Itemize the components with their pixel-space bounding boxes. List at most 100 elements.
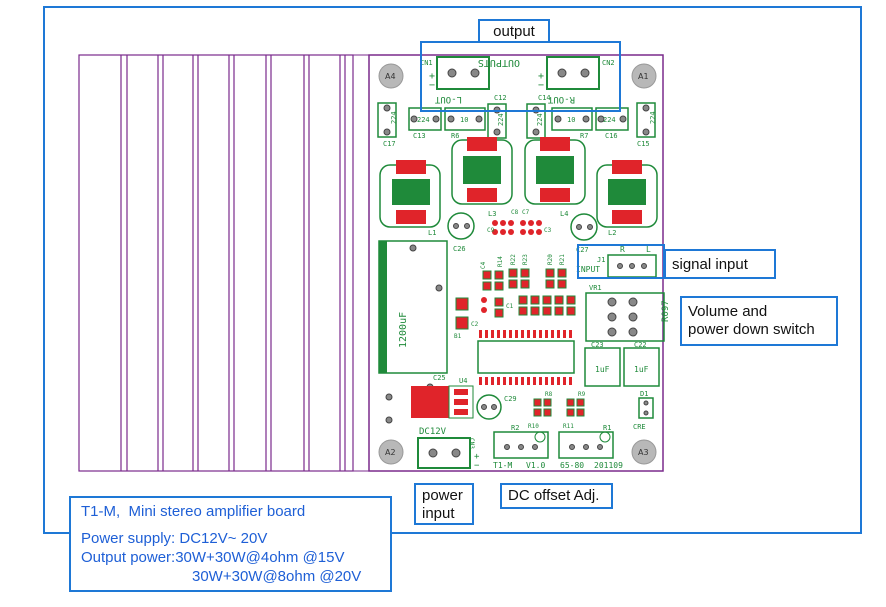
specs-supply: Power supply: DC12V~ 20V (81, 530, 268, 547)
ic-pins (479, 330, 572, 385)
input-connector-j1 (607, 254, 657, 278)
r7-label: R7 (580, 132, 588, 140)
heatsink (78, 54, 354, 472)
diode-d1 (638, 397, 654, 419)
v10-label: V1.0 (526, 461, 545, 470)
c3-label: C3 (544, 227, 552, 234)
dc-offset-callout: DC offset Adj. (500, 483, 613, 509)
signal-input-text: signal input (672, 256, 748, 273)
specs-output-1: Output power:30W+30W@4ohm @15V (81, 549, 345, 566)
cap-value-label: 1200uF (398, 312, 409, 348)
c25-label: C25 (433, 374, 446, 382)
dc-offset-text: DC offset Adj. (508, 487, 600, 504)
r-channel-label: R (620, 245, 625, 254)
r11-label: R11 (563, 423, 574, 430)
regulator-u4 (411, 385, 474, 419)
d1-label: D1 (640, 390, 648, 398)
specs-box: T1-M, Mini stereo amplifier board Power … (69, 496, 392, 592)
l-out-label: L-OUT (434, 94, 462, 104)
hole-label-a2: A2 (385, 448, 396, 457)
c8-label: C8 (511, 209, 519, 216)
c17-label: C17 (383, 140, 396, 148)
specs-title: T1-M, Mini stereo amplifier board (81, 503, 306, 520)
val-224-c: 224 (497, 113, 505, 126)
output-highlight-box (420, 41, 621, 112)
cap-c29 (476, 394, 502, 420)
amplifier-ic (477, 340, 575, 374)
volume-pot-vr1 (585, 292, 665, 342)
volume-callout: Volume and power down switch (680, 296, 838, 346)
c12-label: C12 (494, 94, 507, 102)
c13-label: C13 (413, 132, 426, 140)
minus-right: − (538, 80, 544, 91)
hole-label-a1: A1 (638, 72, 649, 81)
val-224-b: 224 (417, 116, 430, 124)
r-out-label: R-OUT (547, 94, 575, 104)
r20-label: R20 (547, 254, 554, 265)
l3-label: L3 (488, 210, 496, 218)
signal-input-highlight (577, 244, 665, 279)
c14-label: C14 (538, 94, 551, 102)
power-plus: + (474, 452, 480, 462)
u4-label: U4 (459, 377, 467, 385)
l2-label: L2 (608, 229, 616, 237)
power-minus: − (474, 461, 480, 471)
uf-label-1: 1uF (595, 365, 610, 374)
r14-label: R14 (497, 256, 504, 267)
signal-input-callout: signal input (664, 249, 776, 279)
vr1-label: VR1 (589, 284, 602, 292)
b1-label: B1 (454, 333, 462, 340)
val-10-b: 10 (567, 116, 575, 124)
cap-row (377, 102, 656, 139)
r9-label: R9 (578, 391, 586, 398)
cn3-label: CN3 (468, 438, 475, 449)
l1-label: L1 (428, 229, 436, 237)
resistors-r8-r11 (533, 398, 585, 417)
cre-label: CRE (633, 423, 646, 431)
c26-label: C26 (453, 245, 466, 253)
range-label: 65-80 (560, 461, 584, 470)
c22-label: C22 (634, 341, 647, 349)
r10-label: R10 (528, 423, 539, 430)
c29-label: C29 (504, 395, 517, 403)
c1-label: C1 (506, 303, 514, 310)
c2-b1 (455, 297, 469, 330)
r097-label: R097 (661, 300, 671, 322)
r22-label: R22 (510, 254, 517, 265)
c9-label: C9 (487, 227, 495, 234)
hole-label-a4: A4 (385, 72, 396, 81)
r2-label: R2 (511, 424, 519, 432)
plus-right: + (538, 71, 544, 82)
output-connector-left (436, 56, 490, 90)
r21-label: R21 (559, 254, 566, 265)
c27-label: C27 (576, 246, 589, 254)
c23-label: C23 (591, 341, 604, 349)
volume-text-line1: Volume and (688, 303, 768, 320)
c4-label: C4 (480, 261, 487, 269)
l-channel-label: L (646, 245, 651, 254)
volume-text-line2: power down switch (688, 321, 815, 338)
r1-label: R1 (603, 424, 611, 432)
output-connector-right (546, 56, 600, 90)
mount-holes: A4 A1 A2 A3 (378, 63, 657, 465)
l4-label: L4 (560, 210, 568, 218)
output-callout: output (478, 19, 550, 43)
power-input-line1: power (422, 487, 463, 504)
c7-label: C7 (522, 209, 530, 216)
val-10-a: 10 (460, 116, 468, 124)
trimmer-r2 (493, 431, 549, 459)
date-label: 201109 (594, 461, 623, 470)
power-input-callout: power input (414, 483, 474, 525)
cn1-label: CN1 (420, 59, 433, 67)
val-224-f: 224 (649, 111, 657, 124)
power-connector-cn3 (417, 437, 471, 469)
dc12v-label: DC12V (419, 427, 447, 437)
plus-left: + (429, 71, 435, 82)
caps-c26-c27 (447, 212, 598, 241)
power-input-line2: input (422, 505, 455, 522)
input-label: INPUT (576, 265, 600, 274)
minus-left: − (429, 80, 435, 91)
caps-c23-c22 (584, 347, 660, 387)
r6-label: R6 (451, 132, 459, 140)
trimmer-r1 (558, 431, 614, 459)
